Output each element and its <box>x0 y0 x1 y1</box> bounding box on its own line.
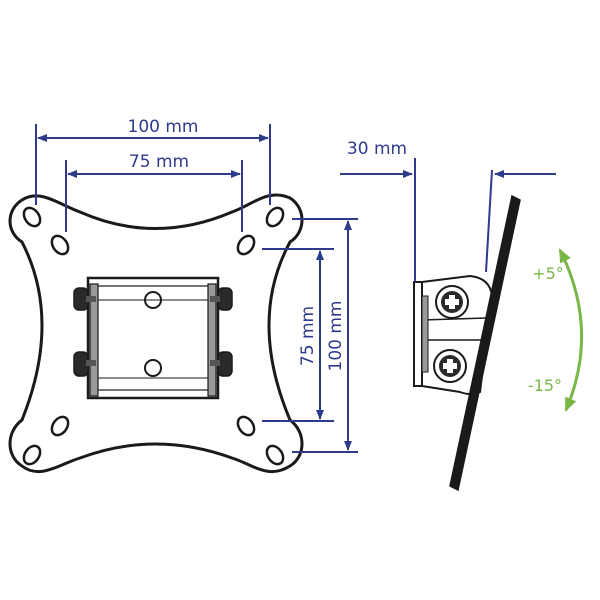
dim-label-width-75: 75 mm <box>129 152 189 172</box>
mount-slot-75-bottom-right <box>236 415 256 437</box>
tilt-label-down: -15° <box>528 376 562 395</box>
dim-label-height-100: 100 mm <box>326 301 346 372</box>
knob-bottom-left <box>73 351 96 377</box>
mount-slot-100-bottom-right <box>265 444 285 466</box>
side-knob-upper <box>435 285 469 319</box>
side-knob-lower <box>433 349 467 383</box>
center-bracket <box>73 276 233 400</box>
mount-slot-75-top-left <box>50 234 70 256</box>
dim-label-width-100: 100 mm <box>128 117 199 137</box>
vesa-plate-front-view <box>8 193 304 473</box>
knob-bottom-right <box>210 351 233 377</box>
dimension-lines-side <box>340 158 556 282</box>
mount-slot-75-top-right <box>236 234 256 256</box>
mount-slot-100-top-left <box>22 206 42 228</box>
side-monitor-plate <box>449 194 521 492</box>
bracket-hole-top <box>144 291 162 309</box>
dimension-lines-front <box>35 124 358 453</box>
tilt-range-arc <box>558 248 584 412</box>
side-view-mount <box>413 194 521 492</box>
tilt-label-up: +5° <box>532 264 564 283</box>
mount-slot-75-bottom-left <box>50 415 70 437</box>
bracket-hole-bottom <box>144 359 162 377</box>
knob-top-right <box>210 287 233 311</box>
side-wall-plate <box>413 281 423 387</box>
dim-label-offset-30: 30 mm <box>347 139 407 159</box>
mount-slot-100-bottom-left <box>22 444 42 466</box>
mount-slot-100-top-right <box>265 206 285 228</box>
dim-label-height-75: 75 mm <box>298 306 318 366</box>
knob-top-left <box>73 287 96 311</box>
